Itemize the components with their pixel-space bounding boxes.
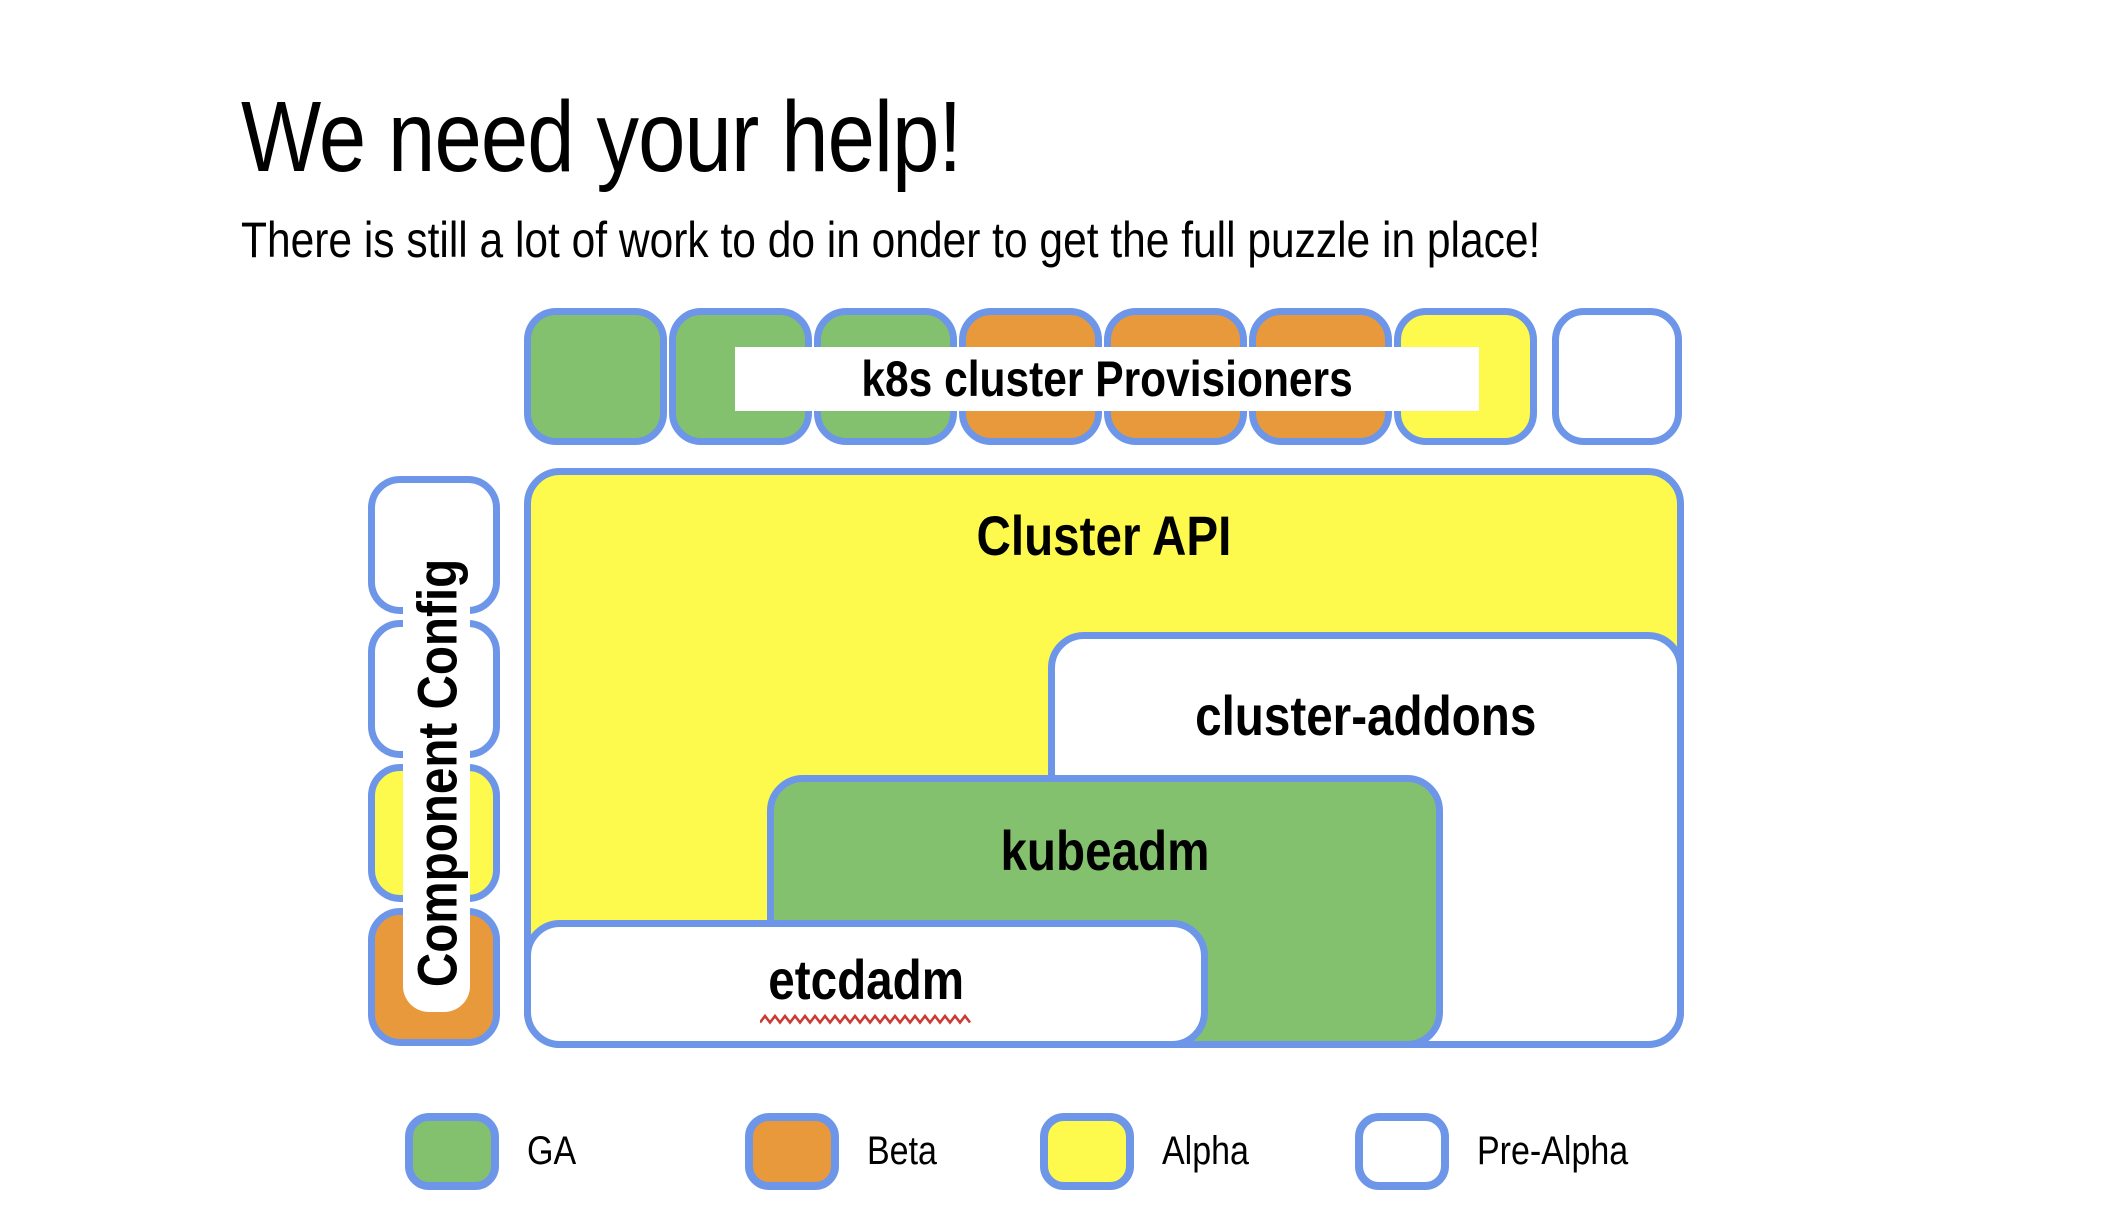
puzzle-piece-white bbox=[1552, 308, 1682, 445]
etcdadm-box: etcdadm bbox=[524, 920, 1208, 1048]
provisioners-label-text: k8s cluster Provisioners bbox=[861, 351, 1353, 407]
legend-label-beta: Beta bbox=[867, 1129, 937, 1173]
cluster-addons-label: cluster-addons bbox=[1195, 684, 1537, 747]
page-title: We need your help! bbox=[241, 81, 1088, 193]
etcdadm-label: etcdadm bbox=[768, 947, 964, 1011]
kubeadm-label: kubeadm bbox=[1000, 819, 1210, 882]
puzzle-piece-green bbox=[524, 308, 667, 445]
legend-swatch-beta bbox=[745, 1113, 839, 1190]
legend-swatch-prealpha bbox=[1355, 1113, 1449, 1190]
provisioners-label: k8s cluster Provisioners bbox=[735, 347, 1479, 411]
subtitle: There is still a lot of work to do in on… bbox=[241, 210, 1770, 270]
subtitle-text: There is still a lot of work to do in on… bbox=[241, 212, 1541, 268]
legend-swatch-alpha bbox=[1040, 1113, 1134, 1190]
legend-swatch-ga bbox=[405, 1113, 499, 1190]
cluster-api-label: Cluster API bbox=[976, 504, 1232, 567]
legend-item-alpha: Alpha bbox=[1040, 1113, 1264, 1190]
legend-item-prealpha: Pre-Alpha bbox=[1355, 1113, 1655, 1190]
component-config-label-pill: Component Config bbox=[403, 534, 470, 1012]
legend-label-alpha: Alpha bbox=[1162, 1129, 1249, 1173]
legend-label-ga: GA bbox=[527, 1129, 577, 1173]
legend-label-prealpha: Pre-Alpha bbox=[1477, 1129, 1629, 1173]
component-config-label: Component Config bbox=[405, 558, 468, 988]
spellcheck-squiggle bbox=[760, 1014, 972, 1025]
legend-item-ga: GA bbox=[405, 1113, 585, 1190]
page-title-text: We need your help! bbox=[241, 81, 962, 193]
legend-item-beta: Beta bbox=[745, 1113, 949, 1190]
